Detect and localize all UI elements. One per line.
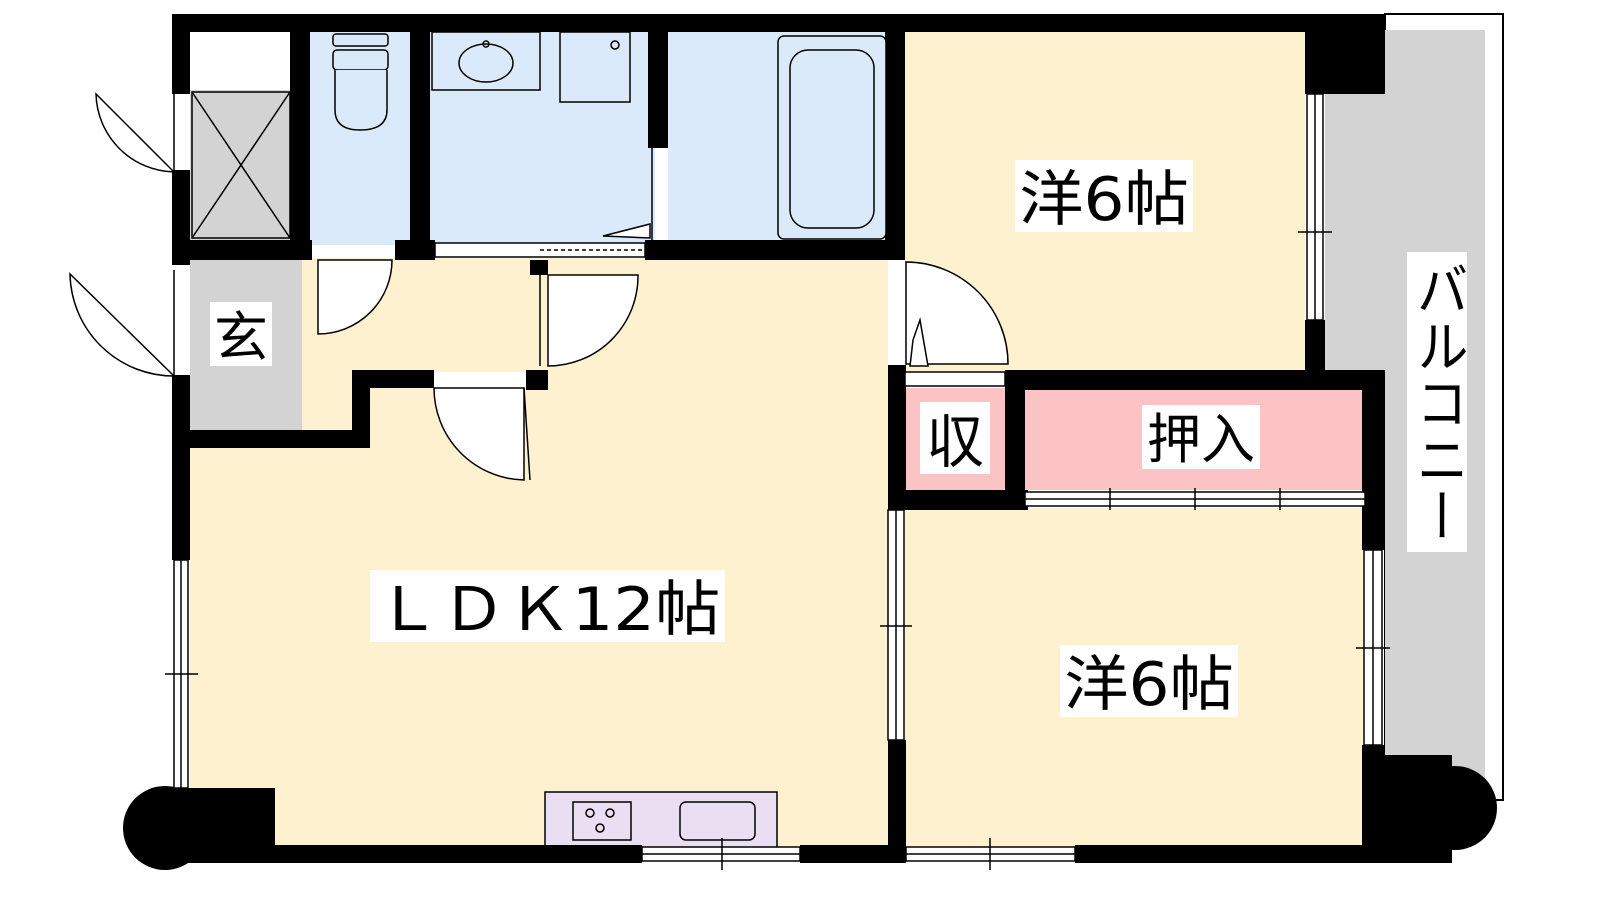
ldk-label: ＬＤＫ12帖 [376,575,721,645]
wall-bath-divider [648,30,668,148]
wall-toilet-bottom [395,240,435,260]
column-bottom-right-round [1413,766,1497,850]
wall-bottom-left [172,845,642,863]
front-door-swing [69,272,176,377]
closet-label: 押入 [1147,408,1255,471]
wall-toilet-left [290,30,310,260]
hall-door-swing [547,274,639,367]
shoe-cabinet [191,91,291,239]
column-bottom-left-round [123,786,207,870]
kitchen-sink-icon [679,801,756,841]
wall-toilet-right [410,30,430,245]
ldk-door-swing [433,387,525,481]
wall-closet-top [1005,370,1385,390]
storage-label: 収 [926,408,984,476]
bathtub-icon [777,35,887,240]
wall-bottom-mid [800,845,906,863]
wall-top [172,14,1382,32]
wall-hall-stub [530,260,548,275]
wall-left-lower [172,375,190,560]
closet-sliding-doors [904,371,1366,510]
wall-entry-bottom [172,430,370,448]
storage-door-track [904,371,1006,387]
entrance-label: 玄 [214,306,268,369]
balcony-label: バルコニー [1407,260,1467,544]
fixtures [191,31,887,841]
toilet-icon [332,33,389,131]
washbasin-icon [431,31,541,91]
toilet-door-swing [317,259,393,335]
column-top-right [1305,14,1385,94]
wall-storage-bottom [888,490,1028,510]
wall-bottom-right [1075,845,1385,863]
wall-closet-left [1005,370,1025,510]
shoe-storage-door-swing [95,92,176,173]
wall-hall-step [352,370,370,448]
western-room-bottom-label: 洋6帖 [1064,650,1234,720]
doors [69,92,1009,481]
wall-bath-bottom [645,240,905,260]
washing-machine-icon [559,31,631,103]
ldk-floor [190,258,888,848]
wall-hall-end [526,370,548,390]
room-labels: ＬＤＫ12帖 洋6帖 洋6帖 玄 収 押入 バルコニー [210,160,1467,720]
shoe-storage-floor [190,90,302,240]
room-door-swing [905,261,1009,365]
windows [165,93,1390,870]
wall-ldk-right-mid [888,365,906,510]
wall-hall-top [352,370,434,388]
wall-closet-right [1362,370,1384,550]
wall-left-upper [172,14,190,94]
wall-entry-top [172,240,312,260]
wall-ldk-right-low [888,740,906,860]
balcony-floor [1325,30,1485,790]
western-room-top-label: 洋6帖 [1019,165,1189,235]
balcony-area [1325,13,1504,801]
walls [123,14,1497,870]
wall-bath-right [885,30,905,260]
stove-icon [572,801,632,841]
